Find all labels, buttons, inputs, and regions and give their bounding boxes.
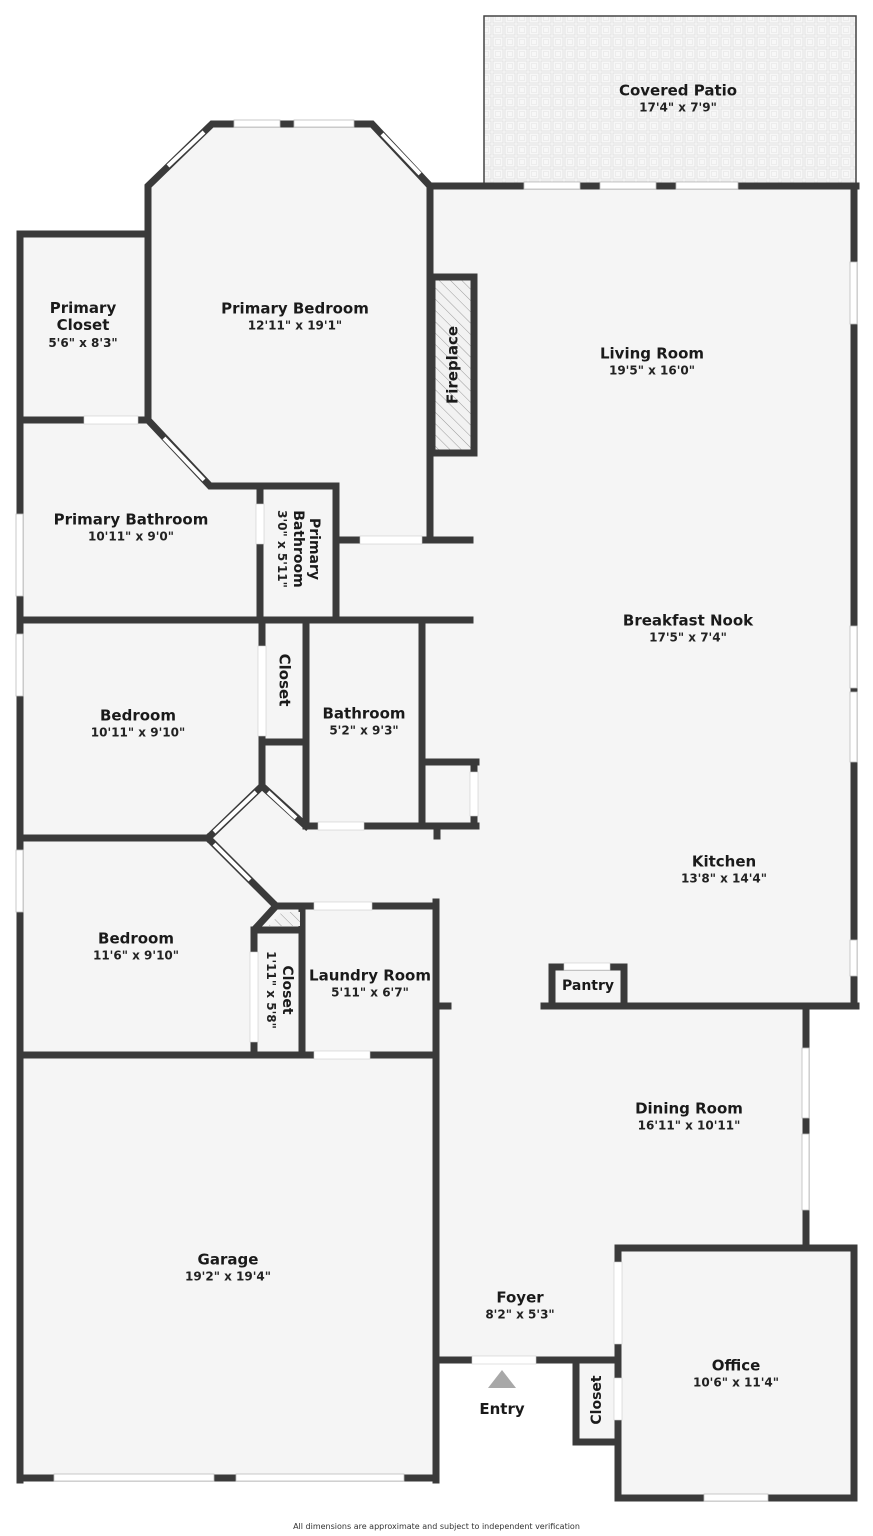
room-dimensions: 10'6" x 11'4" bbox=[692, 1375, 780, 1390]
room-name: Laundry Room bbox=[309, 966, 431, 985]
room-dimensions: 10'11" x 9'0" bbox=[87, 529, 175, 544]
door-openings bbox=[83, 415, 623, 1421]
room-dimensions: 11'6" x 9'10" bbox=[92, 948, 180, 963]
floor-fill bbox=[20, 124, 854, 1498]
hatched-corner bbox=[268, 912, 300, 926]
room-dimensions: 5'11" x 6'7" bbox=[331, 985, 409, 1000]
room-garage: Garage 19'2" x 19'4" bbox=[185, 1251, 271, 1284]
disclaimer-footer: All dimensions are approximate and subje… bbox=[293, 1522, 580, 1531]
room-dining-room: Dining Room 16'11" x 10'11" bbox=[635, 1100, 743, 1133]
room-primary-bathroom: Primary Bathroom 10'11" x 9'0" bbox=[54, 511, 209, 544]
room-name: Closet bbox=[278, 965, 295, 1015]
room-name: Bedroom bbox=[98, 929, 174, 948]
room-bedroom-1: Bedroom 10'11" x 9'10" bbox=[91, 707, 185, 740]
room-primary-bathroom-small: Primary Bathroom 3'0" x 5'11" bbox=[274, 510, 322, 588]
room-breakfast-nook: Breakfast Nook 17'5" x 7'4" bbox=[623, 612, 753, 645]
room-bedroom-2: Bedroom 11'6" x 9'10" bbox=[93, 930, 179, 963]
room-name: Living Room bbox=[599, 344, 705, 363]
room-name: Bedroom bbox=[100, 706, 176, 725]
room-primary-bedroom: Primary Bedroom 12'11" x 19'1" bbox=[221, 300, 369, 333]
room-name: Breakfast Nook bbox=[622, 611, 754, 630]
room-pantry: Pantry bbox=[562, 978, 614, 994]
room-name: Bathroom bbox=[322, 704, 406, 723]
room-covered-patio: Covered Patio 17'4" x 7'9" bbox=[619, 82, 737, 115]
room-dimensions: 12'11" x 19'1" bbox=[247, 318, 343, 333]
room-name: Pantry bbox=[561, 977, 615, 994]
room-primary-closet: Primary Closet 5'6" x 8'3" bbox=[48, 298, 118, 350]
room-dimensions: 5'2" x 9'3" bbox=[329, 723, 399, 738]
room-name: Foyer bbox=[496, 1288, 544, 1307]
room-dimensions: 19'5" x 16'0" bbox=[608, 363, 696, 378]
room-closet-3: Closet bbox=[589, 1375, 605, 1424]
room-dimensions: 5'6" x 8'3" bbox=[48, 335, 118, 350]
room-closet-2: Closet 1'11" x 5'8" bbox=[263, 951, 295, 1029]
room-name: Dining Room bbox=[635, 1099, 743, 1118]
room-name: Kitchen bbox=[691, 852, 757, 871]
windows bbox=[15, 119, 858, 1502]
room-name: Fireplace bbox=[443, 325, 462, 405]
room-dimensions: 8'2" x 5'3" bbox=[485, 1307, 555, 1322]
diagonal-windows bbox=[162, 130, 422, 882]
room-dimensions: 13'8" x 14'4" bbox=[680, 871, 768, 886]
room-name-line2: Bathroom bbox=[289, 510, 306, 588]
room-dimensions: 17'5" x 7'4" bbox=[649, 630, 727, 645]
entry-arrow-icon bbox=[488, 1370, 516, 1388]
room-living-room: Living Room 19'5" x 16'0" bbox=[600, 345, 704, 378]
room-name-line1: Primary bbox=[49, 298, 117, 317]
room-dimensions: 16'11" x 10'11" bbox=[637, 1118, 741, 1133]
room-name: Closet bbox=[275, 653, 294, 707]
room-closet-1: Closet bbox=[275, 653, 294, 707]
covered-patio-area bbox=[483, 15, 857, 187]
room-name: Primary Bedroom bbox=[221, 299, 369, 318]
room-dimensions: 19'2" x 19'4" bbox=[184, 1269, 272, 1284]
room-office: Office 10'6" x 11'4" bbox=[693, 1357, 779, 1390]
room-name-line2: Closet bbox=[56, 316, 110, 335]
room-laundry-room: Laundry Room 5'11" x 6'7" bbox=[309, 967, 431, 1000]
walls bbox=[16, 120, 860, 1502]
room-dimensions: 3'0" x 5'11" bbox=[274, 510, 289, 588]
room-bathroom: Bathroom 5'2" x 9'3" bbox=[322, 705, 405, 738]
room-name-line1: Primary bbox=[305, 517, 322, 581]
room-name: Garage bbox=[197, 1250, 259, 1269]
entry-label: Entry bbox=[479, 1400, 525, 1418]
room-kitchen: Kitchen 13'8" x 14'4" bbox=[681, 853, 767, 886]
room-fireplace: Fireplace bbox=[443, 325, 462, 405]
room-dimensions: 17'4" x 7'9" bbox=[639, 100, 717, 115]
room-name: Closet bbox=[588, 1375, 605, 1425]
room-foyer: Foyer 8'2" x 5'3" bbox=[485, 1289, 554, 1322]
room-name: Covered Patio bbox=[618, 81, 738, 100]
room-dimensions: 10'11" x 9'10" bbox=[90, 725, 186, 740]
room-dimensions: 1'11" x 5'8" bbox=[263, 951, 278, 1029]
room-name: Office bbox=[711, 1356, 761, 1375]
room-name: Primary Bathroom bbox=[53, 510, 209, 529]
